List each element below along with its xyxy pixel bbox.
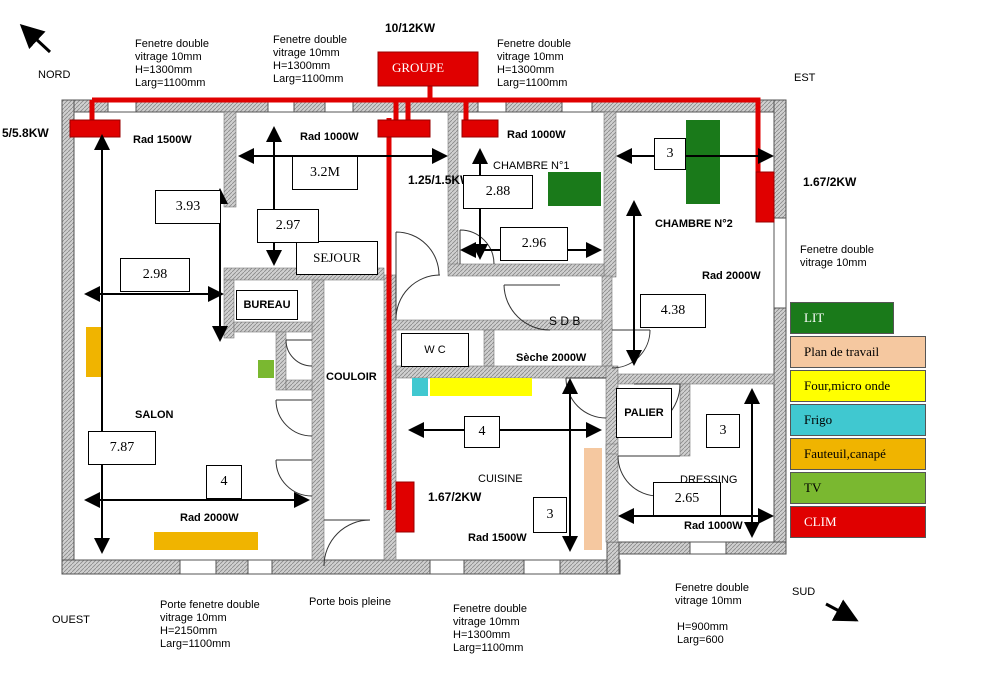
- window-label-top-mid: Fenetre double vitrage 10mm H=1300mm Lar…: [273, 34, 347, 85]
- room-palier: PALIER: [616, 388, 672, 438]
- groupe-power: 10/12KW: [385, 21, 436, 35]
- fridge-cuisine: [412, 378, 428, 396]
- south-arrow-icon: [825, 599, 859, 622]
- clim-chambre2: [755, 171, 775, 223]
- window-label-bottom-right: Fenetre double vitrage 10mm: [675, 582, 749, 607]
- dim-salon-total: 7.87: [88, 431, 156, 465]
- rad-sdb: Sèche 2000W: [516, 352, 587, 364]
- rad-cuisine: Rad 1500W: [468, 532, 527, 544]
- dim-chambre2-h: 4.38: [640, 294, 706, 328]
- clim-salon: [69, 119, 121, 138]
- dim-chambre2-w: 3: [654, 138, 686, 170]
- power-sejour: 1.25/1.5KW: [408, 173, 472, 187]
- legend-item: Plan de travail: [790, 336, 926, 368]
- dim-chambre1-h: 2.88: [463, 175, 533, 209]
- room-sdb: S D B: [549, 314, 581, 328]
- dim-sejour-h: 2.97: [257, 209, 319, 243]
- window-label-top-left: Fenetre double vitrage 10mm H=1300mm Lar…: [135, 38, 209, 89]
- room-sejour: SEJOUR: [296, 241, 378, 275]
- sofa-salon: [154, 532, 258, 550]
- room-salon: SALON: [135, 409, 174, 421]
- power-chambre2: 1.67/2KW: [803, 175, 857, 189]
- window-size-bottom-right: H=900mm Larg=600: [677, 621, 729, 646]
- dim-dressing-h: 3: [706, 414, 740, 448]
- furniture: [86, 120, 720, 550]
- dim-sejour-w: 3.2M: [292, 156, 358, 190]
- power-cuisine: 1.67/2KW: [428, 490, 482, 504]
- dim-dressing-w: 2.65: [653, 482, 721, 516]
- dim-salon-w: 2.98: [120, 258, 190, 292]
- window-label-bottom-mid: Fenetre double vitrage 10mm H=1300mm Lar…: [453, 603, 527, 654]
- west-label: OUEST: [52, 614, 90, 626]
- dim-cuisine-h: 3: [533, 497, 567, 533]
- legend-item: Fauteuil,canapé: [790, 438, 926, 470]
- tv-salon: [258, 360, 274, 378]
- door-label-bottom: Porte bois pleine: [309, 596, 391, 608]
- window-label-bottom-left: Porte fenetre double vitrage 10mm H=2150…: [160, 599, 260, 650]
- bed-chambre1: [548, 172, 601, 206]
- worktop-cuisine: [584, 448, 602, 550]
- room-chambre1: CHAMBRE N°1: [493, 160, 570, 172]
- rad-salon-bottom: Rad 2000W: [180, 512, 239, 524]
- east-label: EST: [794, 72, 816, 84]
- dim-cuisine-w: 4: [464, 416, 500, 448]
- clim-chambre1: [461, 119, 499, 138]
- doors: [275, 229, 681, 567]
- bed-chambre2: [686, 120, 720, 204]
- window-label-top-right: Fenetre double vitrage 10mm H=1300mm Lar…: [497, 38, 571, 89]
- groupe-unit: [377, 51, 479, 87]
- power-left: 5/5.8KW: [2, 126, 49, 140]
- compass-arrows: [19, 23, 859, 622]
- legend-item: Frigo: [790, 404, 926, 436]
- legend-item: CLIM: [790, 506, 926, 538]
- rad-salon-top: Rad 1500W: [133, 134, 192, 146]
- room-bureau: BUREAU: [236, 290, 298, 320]
- north-label: NORD: [38, 69, 71, 81]
- north-arrow-icon: [19, 23, 52, 54]
- dim-salon-h: 3.93: [155, 190, 221, 224]
- clim-sejour: [377, 119, 431, 138]
- oven-cuisine: [430, 378, 532, 396]
- clim-cuisine: [395, 481, 415, 533]
- legend-item: TV: [790, 472, 926, 504]
- legend-item: Four,micro onde: [790, 370, 926, 402]
- dim-chambre1-w: 2.96: [500, 227, 568, 261]
- windows: [107, 99, 787, 575]
- rad-dressing: Rad 1000W: [684, 520, 743, 532]
- groupe-label: GROUPE: [392, 60, 445, 75]
- south-label: SUD: [792, 586, 816, 598]
- armchair-salon: [86, 327, 102, 377]
- inner-walls: [223, 111, 775, 561]
- clim-units: [69, 51, 775, 533]
- room-cuisine: CUISINE: [478, 473, 523, 485]
- rad-chambre1: Rad 1000W: [507, 129, 566, 141]
- dim-salon-bottom: 4: [206, 465, 242, 499]
- legend-item: LIT: [790, 302, 894, 334]
- room-couloir: COULOIR: [326, 371, 377, 383]
- rad-sejour: Rad 1000W: [300, 131, 359, 143]
- rad-chambre2: Rad 2000W: [702, 270, 761, 282]
- outer-walls: [61, 99, 787, 575]
- room-chambre2: CHAMBRE N°2: [655, 218, 733, 230]
- room-wc: W C: [401, 333, 469, 367]
- window-label-right: Fenetre double vitrage 10mm: [800, 244, 874, 269]
